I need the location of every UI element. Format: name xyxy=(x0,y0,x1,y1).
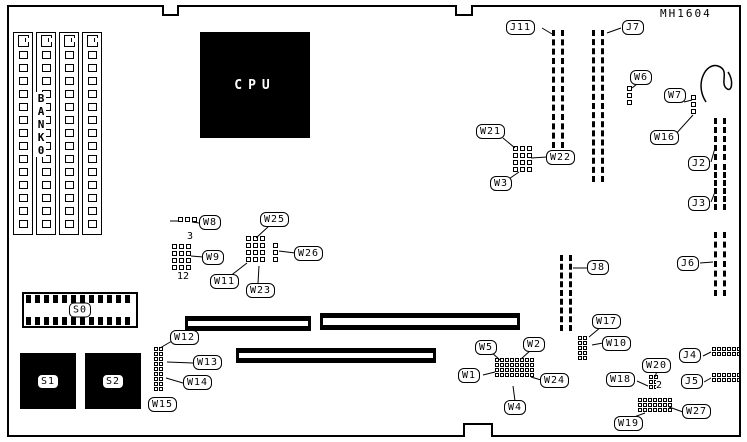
callout-w22: W22 xyxy=(546,150,576,165)
callout-w18: W18 xyxy=(606,372,636,387)
chip-s0: S0 xyxy=(22,292,138,328)
jumper-w21-w22-w3 xyxy=(513,146,532,172)
callout-j5: J5 xyxy=(681,374,704,389)
callout-j2: J2 xyxy=(688,156,711,171)
pin-number-3: 3 xyxy=(187,231,194,243)
expansion-slot-3 xyxy=(236,348,436,363)
callout-w14: W14 xyxy=(183,375,213,390)
callout-j11: J11 xyxy=(506,20,536,35)
callout-w13: W13 xyxy=(193,355,223,370)
slot-key-icon xyxy=(86,35,98,47)
callout-w3: W3 xyxy=(490,176,513,191)
connector-j2 xyxy=(714,118,726,160)
callout-j8: J8 xyxy=(587,260,610,275)
callout-w25: W25 xyxy=(260,212,290,227)
connector-j3 xyxy=(714,164,726,210)
callout-w17: W17 xyxy=(592,314,622,329)
expansion-slot-2 xyxy=(320,313,520,330)
jumper-w9-w11 xyxy=(172,244,191,270)
callout-w9: W9 xyxy=(202,250,225,265)
callout-w19: W19 xyxy=(614,416,644,431)
callout-w21: W21 xyxy=(476,124,506,139)
callout-j3: J3 xyxy=(688,196,711,211)
callout-j6: J6 xyxy=(677,256,700,271)
part-number: MH1604 xyxy=(660,7,712,20)
jumper-w26 xyxy=(273,243,278,262)
slot-pins xyxy=(64,51,74,228)
callout-w2: W2 xyxy=(523,337,546,352)
connector-j8 xyxy=(560,255,572,331)
memory-slot-4 xyxy=(82,32,102,235)
jumper-w19-w27 xyxy=(638,398,672,412)
expansion-slot-1 xyxy=(185,316,311,331)
jumper-w1-w2-w4-w5-w24 xyxy=(495,358,534,377)
slot-key-icon xyxy=(17,35,29,47)
callout-w16: W16 xyxy=(650,130,680,145)
jumper-w17-w10 xyxy=(578,336,587,360)
connector-j7 xyxy=(592,30,604,182)
memory-slot-3 xyxy=(59,32,79,235)
chip-s1-label: S1 xyxy=(36,373,60,389)
chip-s2-label: S2 xyxy=(101,373,125,389)
slot-pins xyxy=(87,51,97,228)
pin-number-2: 2 xyxy=(656,380,663,392)
callout-w6: W6 xyxy=(630,70,653,85)
callout-w8: W8 xyxy=(199,215,222,230)
callout-w20: W20 xyxy=(642,358,672,373)
cpu-label: CPU xyxy=(234,77,276,93)
callout-w7: W7 xyxy=(664,88,687,103)
callout-w23: W23 xyxy=(246,283,276,298)
callout-w4: W4 xyxy=(504,400,527,415)
callout-w24: W24 xyxy=(540,373,570,388)
callout-w1: W1 xyxy=(458,368,481,383)
jumper-w6 xyxy=(627,86,632,105)
connector-j5 xyxy=(712,373,741,382)
connector-j11 xyxy=(552,30,564,148)
callout-w11: W11 xyxy=(210,274,240,289)
connector-j6 xyxy=(714,232,726,296)
slot-pins xyxy=(18,51,28,228)
callout-j7: J7 xyxy=(622,20,645,35)
jumper-w8 xyxy=(178,217,197,222)
wire-squiggle xyxy=(700,64,733,103)
callout-w15: W15 xyxy=(148,397,178,412)
bank0-label: BANK0 xyxy=(36,92,46,157)
chip-s1: S1 xyxy=(20,353,76,409)
connector-j4 xyxy=(712,347,741,356)
callout-w27: W27 xyxy=(682,404,712,419)
chip-s0-label: S0 xyxy=(68,302,92,318)
callout-w5: W5 xyxy=(475,340,498,355)
jumper-w7-w16 xyxy=(691,95,696,114)
jumper-w25-w23 xyxy=(246,236,265,262)
callout-j4: J4 xyxy=(679,348,702,363)
callout-w10: W10 xyxy=(602,336,632,351)
slot-key-icon xyxy=(63,35,75,47)
pin-number-12: 12 xyxy=(177,271,190,283)
cpu-chip: CPU xyxy=(200,32,310,138)
slot-key-icon xyxy=(40,35,52,47)
chip-s2: S2 xyxy=(85,353,141,409)
callout-w12: W12 xyxy=(170,330,200,345)
memory-slot-1 xyxy=(13,32,33,235)
callout-w26: W26 xyxy=(294,246,324,261)
jumper-w12-w13-w14-w15 xyxy=(154,347,163,391)
pin-row-bottom xyxy=(26,317,134,325)
